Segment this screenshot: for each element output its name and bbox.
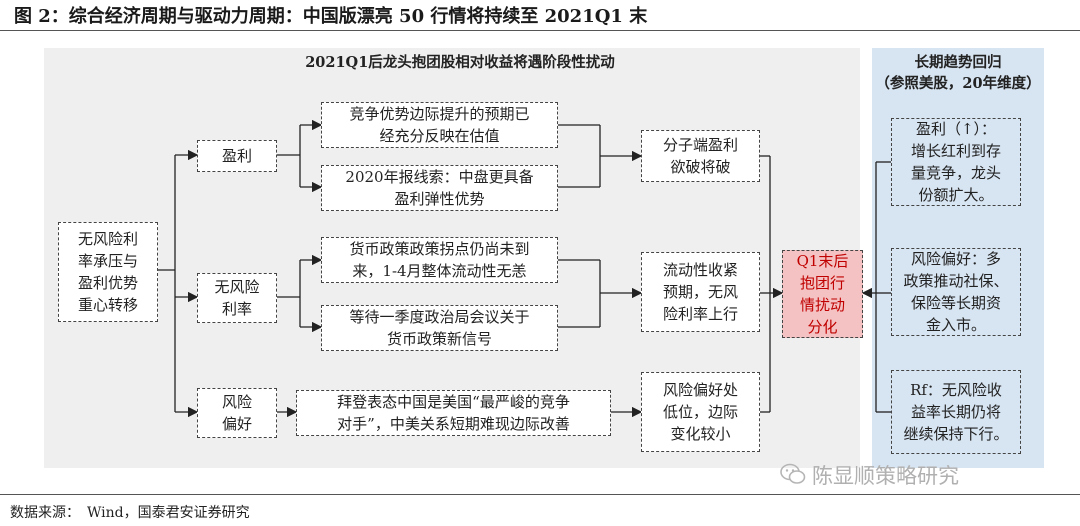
node-rf-b: 等待一季度政治局会议关于 货币政策新信号 (321, 305, 558, 351)
source-note: 数据来源： Wind，国泰君安证券研究 (10, 505, 250, 521)
watermark-text: 陈显顺策略研究 (812, 464, 959, 488)
source-rule (0, 494, 1080, 495)
node-rp-a: 拜登表态中国是美国“最严峻的竞争 对手”，中美关系短期难现边际改善 (296, 390, 611, 436)
node-center: Q1末后 抱团行 情扰动 分化 (782, 250, 863, 338)
node-rf-a: 货币政策政策拐点仍尚未到 来，1-4月整体流动性无恙 (321, 237, 558, 283)
node-right-profit: 盈利（↑）： 增长红利到存 量竞争，龙头 份额扩大。 (891, 118, 1021, 206)
title-rule (0, 30, 1080, 31)
right-header: 长期趋势回归 （参照美股，20年维度） (875, 54, 1041, 92)
figure-title: 图 2：综合经济周期与驱动力周期：中国版漂亮 50 行情将持续至 2021Q1 … (14, 6, 648, 27)
node-right-riskpref: 风险偏好：多 政策推动社保、 保险等长期资 金入市。 (891, 248, 1021, 336)
node-riskfree: 无风险 利率 (197, 273, 277, 323)
node-right-rf: Rf：无风险收 益率长期仍将 继续保持下行。 (891, 370, 1021, 454)
node-profit: 盈利 (197, 140, 277, 172)
wechat-icon (780, 463, 806, 484)
node-rp-result: 风险偏好处 低位，边际 变化较小 (641, 372, 760, 452)
main-header: 2021Q1后龙头抱团股相对收益将遇阶段性扰动 (305, 54, 615, 71)
node-riskpref: 风险 偏好 (197, 388, 277, 438)
node-rf-result: 流动性收紧 预期，无风 险利率上行 (641, 252, 760, 332)
node-start: 无风险利 率承压与 盈利优势 重心转移 (58, 222, 158, 322)
node-profit-b: 2020年报线索：中盘更具备 盈利弹性优势 (321, 165, 558, 211)
node-profit-result: 分子端盈利 欲破将破 (641, 130, 760, 182)
node-profit-a: 竞争优势边际提升的预期已 经充分反映在估值 (321, 102, 558, 148)
